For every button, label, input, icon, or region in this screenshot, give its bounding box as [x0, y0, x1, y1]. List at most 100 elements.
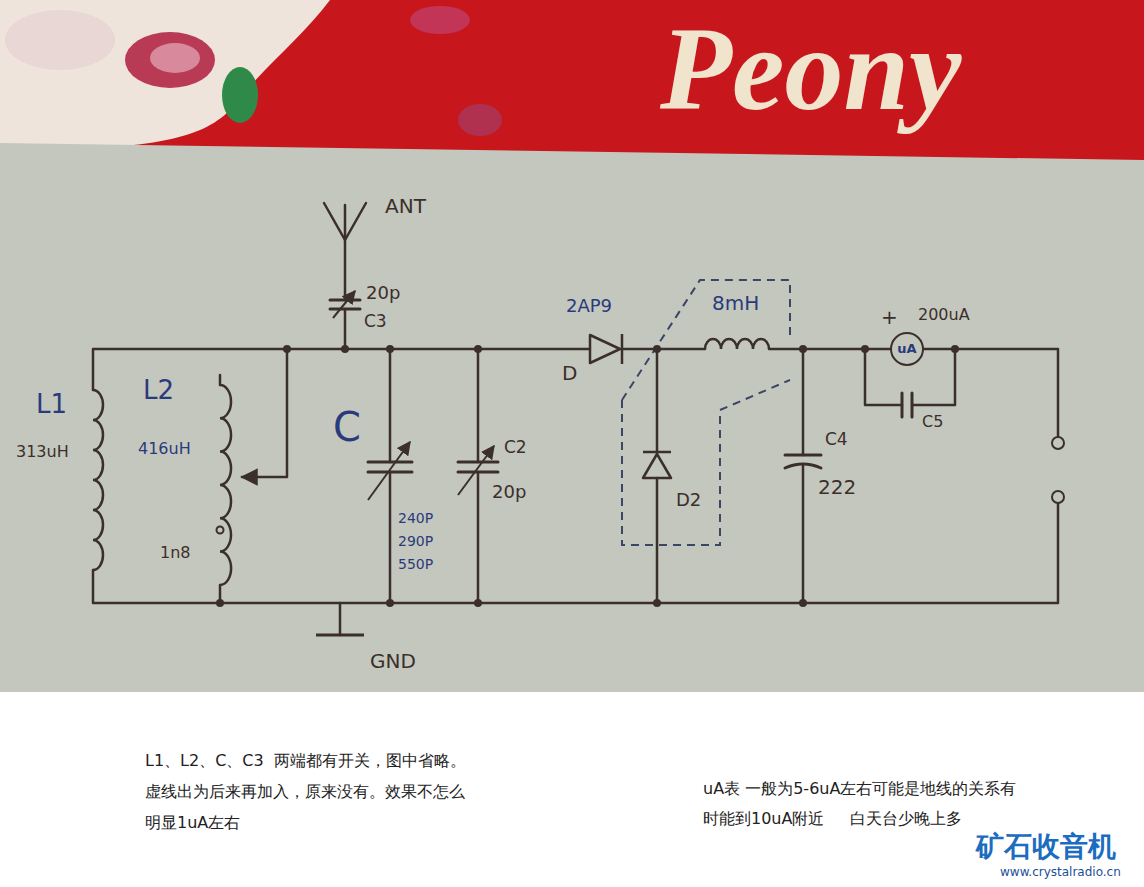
junction-dot [216, 345, 959, 607]
diode-symbol [590, 334, 671, 478]
meter-label: uA [897, 342, 916, 356]
part-name: D2 [676, 490, 701, 511]
watermark-url: www.crystalradio.cn [1000, 866, 1121, 880]
red-box-background [410, 6, 470, 34]
antenna-symbol [324, 203, 366, 240]
watermark: 矿石收音机 [976, 831, 1116, 863]
dashed-outline [622, 280, 790, 400]
red-box-background [5, 10, 115, 70]
red-box-background [0, 0, 330, 150]
junction-dot [653, 599, 661, 607]
dashed-outline [622, 280, 790, 545]
output-terminal [1052, 491, 1064, 503]
junction-dot [861, 345, 869, 353]
wire [242, 349, 287, 477]
capacitor-value: 20p [366, 283, 400, 304]
meter-range: 200uA [918, 306, 970, 324]
wire [344, 205, 347, 300]
wire [622, 348, 705, 351]
inductor-symbol [93, 390, 103, 570]
wire [802, 466, 805, 603]
antenna-symbol [324, 203, 366, 240]
capacitor-value: 20p [492, 482, 526, 503]
note-text: L1、L2、C、C3 两端都有开关，图中省略。 [145, 752, 466, 770]
wire [924, 349, 1058, 437]
diode-symbol [590, 335, 620, 363]
ground-symbol [316, 634, 364, 637]
output-terminal [1052, 437, 1064, 449]
junction-dot [799, 345, 807, 353]
note-text: 时能到10uA附近 白天台少晚上多 [703, 810, 962, 828]
part-number: 2AP9 [566, 296, 612, 317]
wire [802, 349, 805, 455]
diode-symbol [621, 334, 624, 364]
variable-arrow [333, 291, 494, 500]
note-text: uA表 一般为5-6uA左右可能是地线的关系有 [703, 780, 1016, 798]
diode-symbol [643, 451, 671, 454]
wire [477, 349, 480, 462]
antenna-label: ANT [385, 195, 426, 218]
junction-dot [951, 345, 959, 353]
part-name: C5 [922, 413, 943, 431]
part-name: C [333, 404, 361, 450]
inductor-value: 8mH [712, 292, 759, 315]
part-name: L2 [143, 376, 174, 406]
output-terminal [1052, 437, 1064, 503]
junction-dot [474, 345, 482, 353]
junction-dot [653, 345, 661, 353]
tap-label: 1n8 [160, 544, 191, 562]
wire [477, 472, 480, 603]
capacitor-value: 290P [398, 533, 433, 549]
wire [339, 603, 342, 635]
part-name: D [562, 362, 577, 385]
part-name: L1 [36, 390, 67, 420]
tap-terminal [217, 527, 224, 534]
wire [93, 503, 1058, 603]
note-text: 虚线出为后来再加入，原来没有。效果不怎么 [145, 783, 465, 801]
paper-sheet [0, 143, 1144, 692]
polarity-mark: + [881, 306, 898, 329]
note-text: 明显1uA左右 [145, 814, 240, 832]
junction-dot [474, 599, 482, 607]
ground-symbol [316, 634, 364, 637]
inductor-symbol [705, 339, 769, 349]
junction-dot [341, 345, 349, 353]
inductor-value: 416uH [138, 440, 191, 458]
inductor-symbol [220, 385, 231, 585]
capacitor-value: 222 [818, 476, 856, 499]
diode-symbol [643, 454, 671, 478]
part-name: C3 [364, 312, 387, 332]
junction-dot [386, 599, 394, 607]
red-box-background [458, 104, 502, 136]
junction-dot [216, 599, 224, 607]
inductor-value: 313uH [16, 443, 69, 461]
paper-sheet [0, 143, 1144, 692]
wire [656, 349, 659, 452]
wire [389, 349, 392, 462]
capacitor-value: 240P [398, 510, 433, 526]
red-box-background [150, 43, 200, 73]
wire [769, 348, 890, 351]
wire [344, 309, 347, 349]
meter-circle: uA [890, 332, 924, 366]
junction-dot [386, 345, 394, 353]
part-name: C4 [825, 430, 848, 450]
inductor-symbol [93, 339, 769, 585]
part-name: C2 [504, 438, 527, 458]
capacitor-symbol [902, 393, 912, 417]
capacitor-symbol [785, 455, 821, 468]
tap-terminal [217, 527, 224, 534]
wire [389, 472, 392, 603]
variable-arrow [368, 442, 410, 500]
ground-label: GND [370, 650, 416, 673]
variable-arrow [458, 446, 494, 495]
brand-logo: Peony [660, 2, 961, 138]
junction-dot [283, 345, 291, 353]
junction-dot [799, 599, 807, 607]
red-box-background [125, 32, 215, 88]
capacitor-value: 550P [398, 556, 433, 572]
wire [219, 375, 222, 385]
wire [656, 478, 659, 603]
red-box-background [222, 67, 258, 123]
dashed-outline [622, 380, 790, 545]
